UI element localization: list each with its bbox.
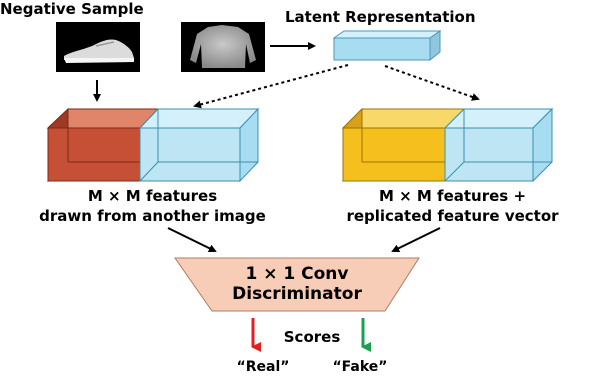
right-to-discriminator-arrow — [391, 227, 441, 252]
left-feature-block — [46, 107, 260, 183]
negative-sample-label: Negative Sample — [0, 0, 144, 18]
latent-representation-label: Latent Representation — [285, 8, 476, 26]
discriminator-line-1: 1 × 1 Conv — [245, 264, 349, 284]
discriminator-box — [174, 257, 420, 312]
real-label: “Real” — [236, 359, 290, 375]
right-caption-line-2: replicated feature vector — [346, 207, 559, 225]
sneaker-thumbnail-icon — [56, 22, 140, 72]
right-caption-line-1: M × M features + — [378, 187, 527, 205]
discriminator-line-2: Discriminator — [232, 284, 362, 304]
scores-label: Scores — [283, 328, 341, 346]
fake-label: “Fake” — [332, 359, 388, 375]
latent-to-left-dotted-arrow — [193, 64, 349, 109]
left-caption-line-2: drawn from another image — [39, 207, 266, 225]
latent-to-right-dotted-arrow — [384, 65, 480, 101]
sweater-thumbnail-icon — [181, 22, 265, 72]
right-feature-caption: M × M features + replicated feature vect… — [313, 186, 592, 226]
left-to-discriminator-arrow — [167, 227, 217, 252]
latent-vector-block — [332, 30, 442, 62]
left-feature-caption: M × M features drawn from another image — [0, 186, 305, 226]
discriminator-label: 1 × 1 Conv Discriminator — [175, 264, 419, 304]
right-feature-block — [341, 107, 554, 183]
left-caption-line-1: M × M features — [87, 187, 218, 205]
